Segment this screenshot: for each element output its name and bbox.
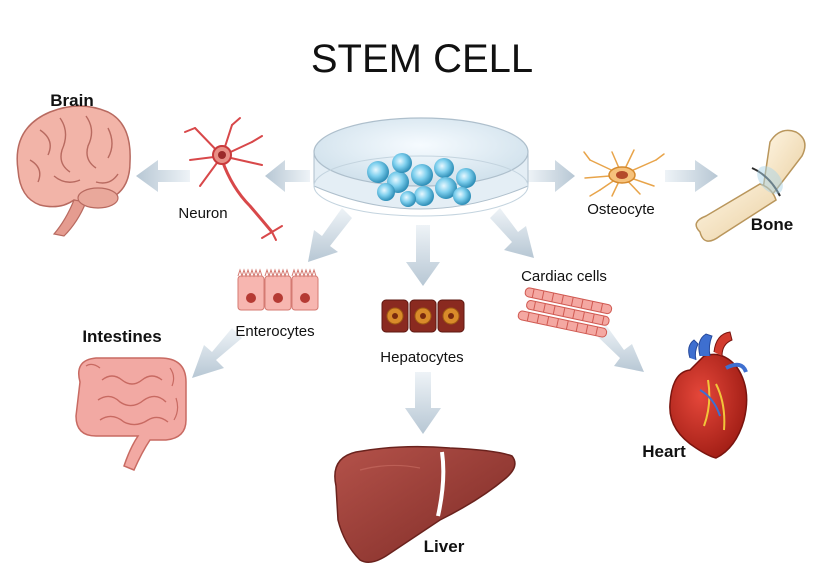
intestines-organ	[75, 357, 187, 471]
liver-label: Liver	[424, 537, 465, 556]
brain-label: Brain	[50, 91, 93, 110]
petri-dish	[313, 117, 529, 217]
neuron-label: Neuron	[178, 205, 227, 222]
bone-organ	[695, 129, 806, 242]
arrow-neuron-to-brain	[136, 160, 190, 192]
heart-organ	[669, 331, 748, 459]
arrow-hepatocytes-to-liver	[405, 372, 441, 434]
bone-label: Bone	[751, 215, 794, 234]
enterocytes-label: Enterocytes	[235, 323, 314, 340]
intestines-label: Intestines	[82, 327, 161, 346]
arrow-dish-to-neuron	[265, 160, 310, 192]
arrow-enterocytes-to-intestines	[192, 328, 242, 378]
brain-organ	[16, 105, 131, 237]
arrow-dish-to-osteocyte	[528, 160, 575, 192]
arrow-osteocyte-to-bone	[665, 160, 718, 192]
osteocyte-cell	[583, 149, 665, 197]
cardiac-cells	[517, 287, 613, 338]
enterocytes-cells	[237, 268, 319, 311]
heart-label: Heart	[642, 442, 686, 461]
diagram-title: STEM CELL	[311, 37, 533, 81]
stem-cell-cluster	[367, 153, 476, 207]
hepatocytes-cells	[381, 299, 465, 333]
liver-organ	[334, 445, 516, 563]
cardiac-cells-label: Cardiac cells	[521, 268, 607, 285]
arrow-dish-to-enterocytes	[308, 208, 352, 262]
arrow-dish-to-hepatocytes	[406, 225, 440, 286]
arrow-dish-to-cardiac	[490, 208, 534, 258]
neuron-cell	[184, 117, 283, 241]
arrow-cardiac-to-heart	[596, 325, 644, 372]
hepatocytes-label: Hepatocytes	[380, 349, 463, 366]
osteocyte-label: Osteocyte	[587, 201, 655, 218]
